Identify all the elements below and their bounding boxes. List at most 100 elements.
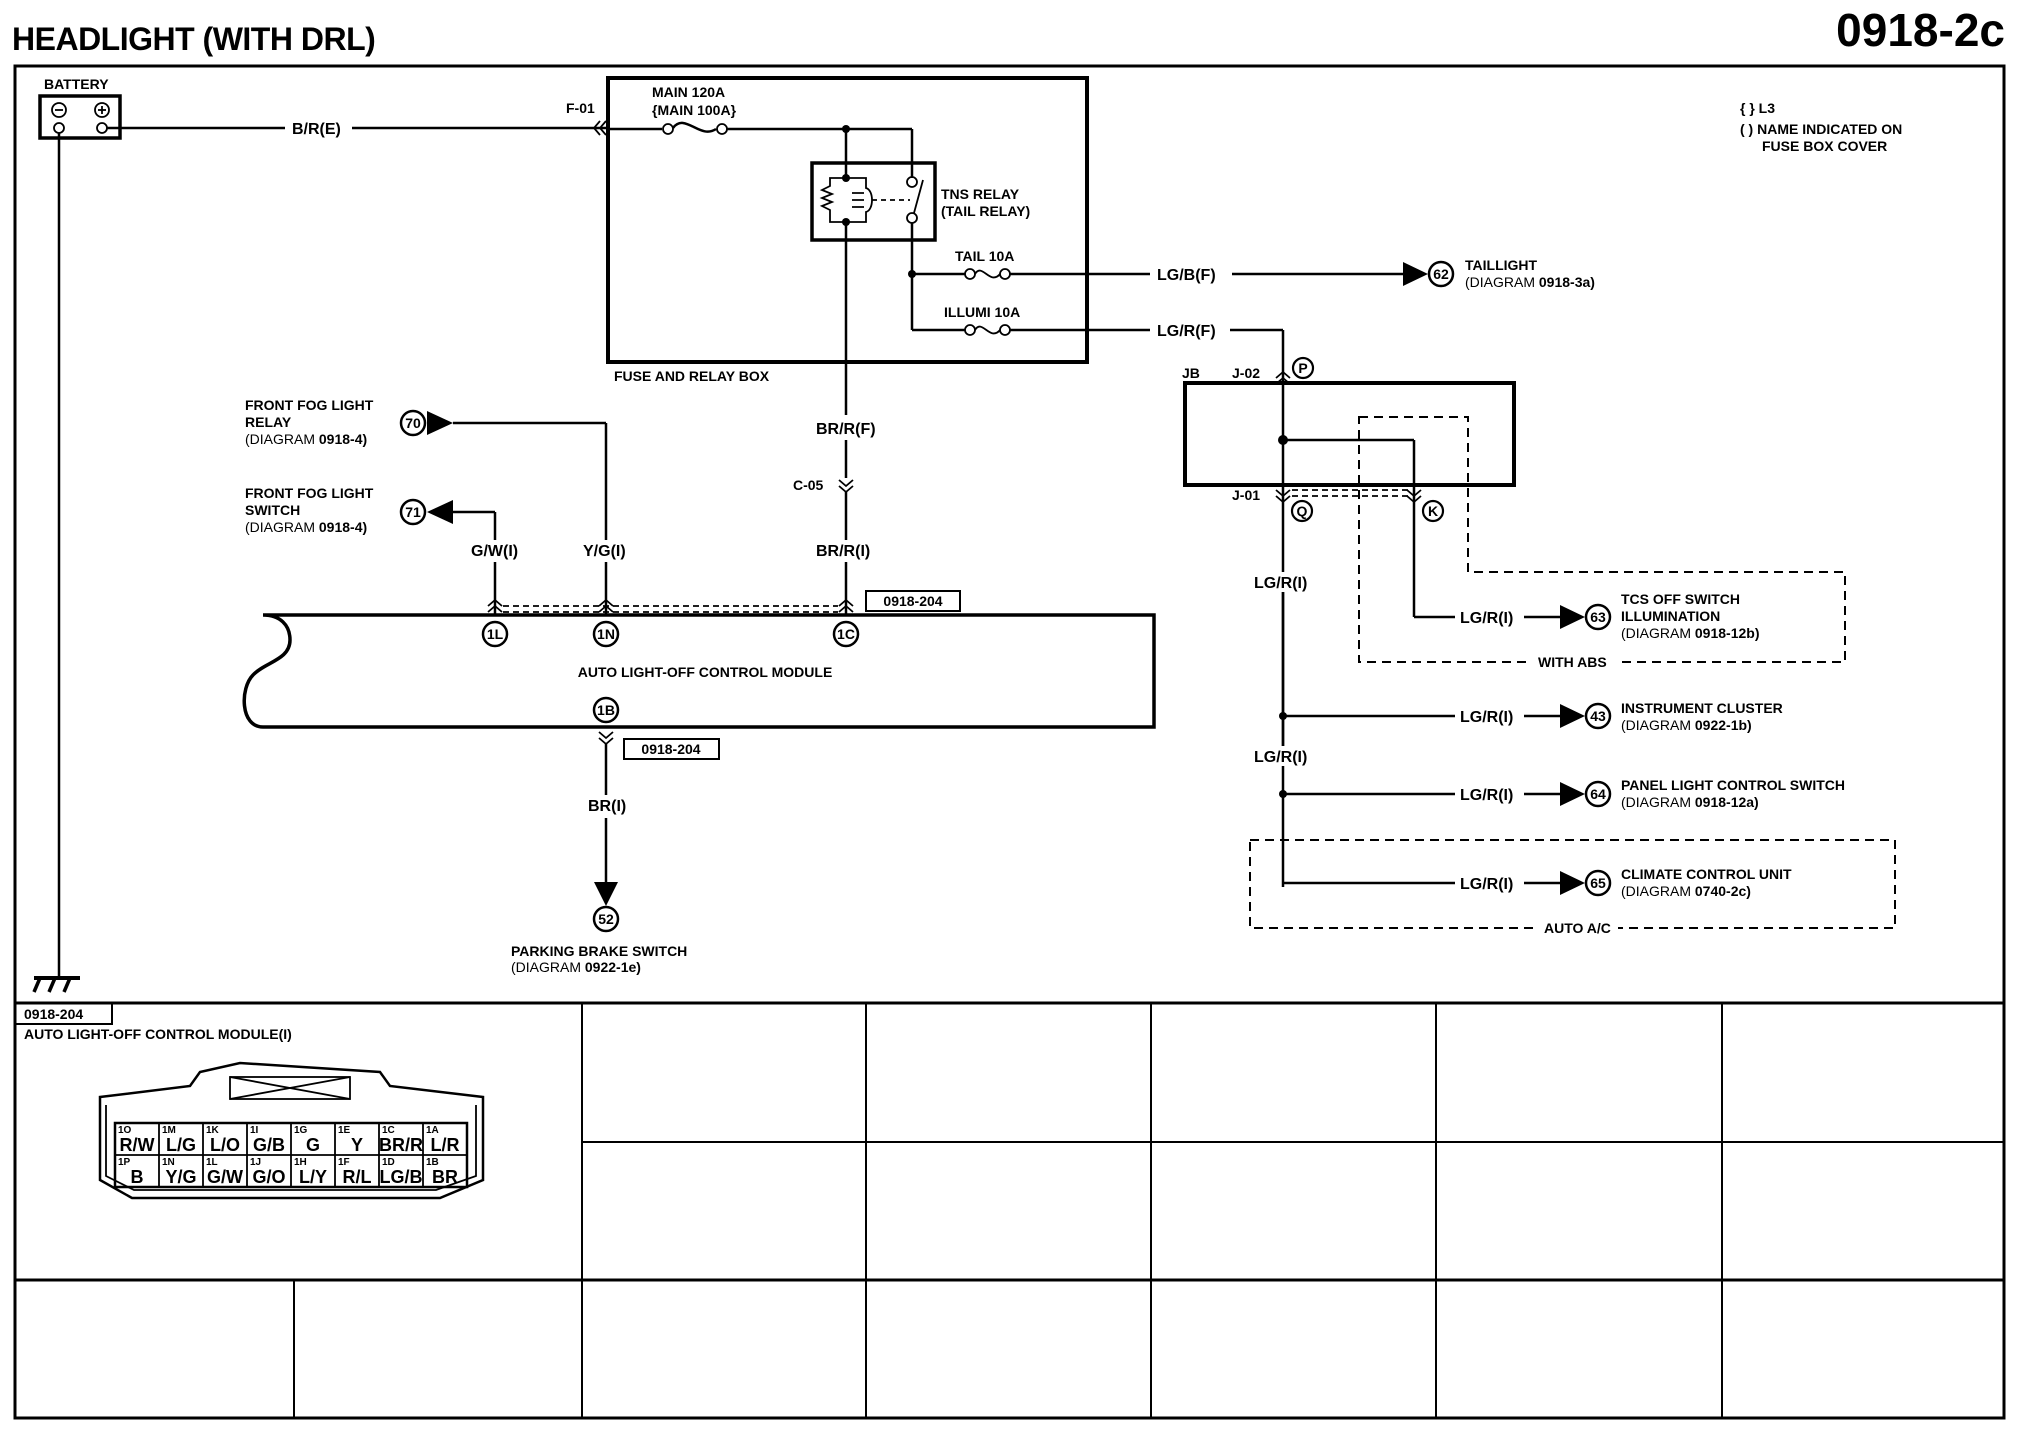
destination-62-diagram: (DIAGRAM 0918-3a) — [1465, 274, 1595, 290]
pin-cell-1h: 1HL/Y — [294, 1157, 327, 1187]
svg-text:64: 64 — [1590, 786, 1606, 802]
junction-block — [1183, 381, 1516, 487]
destination-52-diagram: (DIAGRAM 0922-1e) — [511, 959, 641, 975]
pin-number: 1P — [118, 1157, 131, 1168]
jb-connector-bottom: J-01 — [1232, 487, 1260, 503]
relay-label: TNS RELAY — [941, 186, 1020, 202]
svg-text:62: 62 — [1433, 266, 1449, 282]
connector-c05-icon — [838, 479, 854, 494]
arrow-icon — [594, 882, 618, 906]
destination-71-name: FRONT FOG LIGHT — [245, 485, 374, 501]
pin-number: 1J — [250, 1157, 261, 1168]
destination-63-diagram: (DIAGRAM 0918-12b) — [1621, 625, 1759, 641]
auto-ac-label: AUTO A/C — [1544, 920, 1611, 936]
pin-number: 1C — [382, 1125, 395, 1136]
module-pin-1n: 1N — [592, 620, 620, 648]
wire-label-battery-feed: B/R(E) — [292, 121, 341, 138]
fuse-relay-box — [606, 76, 1089, 364]
destination-63-name: TCS OFF SWITCH — [1621, 591, 1740, 607]
pin-cell-1n: 1NY/G — [162, 1157, 197, 1187]
wire-label-jb-out-mid: LG/R(I) — [1254, 749, 1307, 766]
jb-label: JB — [1182, 365, 1200, 381]
destination-63[interactable]: 63 TCS OFF SWITCH ILLUMINATION (DIAGRAM … — [1584, 591, 1759, 641]
illumi-fuse-icon — [964, 324, 1011, 336]
destination-52[interactable]: 52 PARKING BRAKE SWITCH (DIAGRAM 0922-1e… — [511, 905, 687, 975]
connector-c05-label: C-05 — [793, 477, 824, 493]
destination-43-diagram: (DIAGRAM 0922-1b) — [1621, 717, 1752, 733]
relay-switch-icon — [906, 176, 918, 188]
connector-grid — [15, 1003, 2004, 1418]
wire-label-taillight: LG/B(F) — [1157, 267, 1216, 284]
pin-number: 1G — [294, 1125, 308, 1136]
destination-64-diagram: (DIAGRAM 0918-12a) — [1621, 794, 1759, 810]
destination-62[interactable]: 62 TAILLIGHT (DIAGRAM 0918-3a) — [1427, 257, 1595, 290]
pin-wire-color: L/G — [166, 1135, 196, 1155]
pin-wire-color: G/W — [207, 1167, 243, 1187]
destination-70-name: FRONT FOG LIGHT — [245, 397, 374, 413]
destination-43[interactable]: 43 INSTRUMENT CLUSTER (DIAGRAM 0922-1b) — [1584, 700, 1783, 733]
jb-connector-top: J-02 — [1232, 365, 1260, 381]
tail-fuse-label: TAIL 10A — [955, 248, 1014, 264]
destination-71[interactable]: FRONT FOG LIGHT SWITCH (DIAGRAM 0918-4) … — [245, 485, 427, 535]
pin-wire-color: R/L — [343, 1167, 372, 1187]
pin-wire-color: G/B — [253, 1135, 285, 1155]
battery-label: BATTERY — [44, 76, 109, 92]
diagram-code: 0918-2c — [1836, 4, 2005, 56]
wire-label-climate: LG/R(I) — [1460, 876, 1513, 893]
arrow-icon — [1560, 704, 1585, 728]
destination-70-diagram: (DIAGRAM 0918-4) — [245, 431, 367, 447]
pin-cell-1f: 1FR/L — [338, 1157, 372, 1187]
arrow-icon — [1560, 782, 1585, 806]
connector-view-0918-204: 0918-204 AUTO LIGHT-OFF CONTROL MODULE(I… — [14, 1002, 485, 1200]
destination-62-name: TAILLIGHT — [1465, 257, 1538, 273]
jb-pin-p: P — [1298, 360, 1307, 376]
main-fuse-icon — [662, 121, 728, 135]
arrow-icon — [1560, 871, 1585, 895]
arrow-icon — [427, 411, 453, 435]
module-connector-ref-top: 0918-204 — [883, 593, 942, 609]
pin-cell-1e: 1EY — [338, 1125, 363, 1155]
module-connector-ref-bottom: 0918-204 — [641, 741, 700, 757]
svg-text:63: 63 — [1590, 609, 1606, 625]
connector-housing-icon — [98, 1061, 485, 1200]
battery-minus-icon — [51, 102, 67, 118]
with-abs-option-box — [1358, 416, 1846, 663]
tns-relay — [810, 161, 937, 242]
wire-label-cluster: LG/R(I) — [1460, 709, 1513, 726]
battery-plus-icon — [94, 102, 110, 118]
destination-65-diagram: (DIAGRAM 0740-2c) — [1621, 883, 1751, 899]
module-pin-1b: 1B — [592, 696, 620, 724]
pin-wire-color: LG/B — [380, 1167, 423, 1187]
destination-70[interactable]: FRONT FOG LIGHT RELAY (DIAGRAM 0918-4) 7… — [245, 397, 427, 447]
destination-64[interactable]: 64 PANEL LIGHT CONTROL SWITCH (DIAGRAM 0… — [1584, 777, 1845, 810]
wire-label-fog-switch: G/W(I) — [471, 543, 518, 560]
jb-pin-k: K — [1428, 503, 1438, 519]
pin-wire-color: Y/G — [165, 1167, 196, 1187]
pin-number: 1H — [294, 1157, 307, 1168]
legend-line-3: FUSE BOX COVER — [1762, 138, 1887, 154]
arrow-icon — [427, 500, 453, 524]
pin-number: 1M — [162, 1125, 176, 1136]
connector-view-ref: 0918-204 — [24, 1006, 83, 1022]
pin-wire-color: L/O — [210, 1135, 240, 1155]
pin-cell-1j: 1JG/O — [250, 1157, 286, 1187]
destination-65[interactable]: 65 CLIMATE CONTROL UNIT (DIAGRAM 0740-2c… — [1584, 866, 1792, 899]
destination-63-name2: ILLUMINATION — [1621, 608, 1720, 624]
svg-text:52: 52 — [598, 911, 614, 927]
pin-number: 1K — [206, 1125, 220, 1136]
pin-number: 1O — [118, 1125, 132, 1136]
svg-text:1B: 1B — [597, 702, 615, 718]
destination-71-name2: SWITCH — [245, 502, 300, 518]
diagram-frame — [13, 64, 2006, 1420]
pin-cell-1l: 1LG/W — [206, 1157, 243, 1187]
ground-icon — [32, 976, 80, 993]
pin-wire-color: G/O — [252, 1167, 285, 1187]
pin-number: 1N — [162, 1157, 175, 1168]
arrow-icon — [1403, 262, 1428, 286]
wire-label-tcs: LG/R(I) — [1460, 610, 1513, 627]
svg-text:70: 70 — [405, 415, 421, 431]
pin-number: 1L — [206, 1157, 218, 1168]
pin-number: 1I — [250, 1125, 259, 1136]
